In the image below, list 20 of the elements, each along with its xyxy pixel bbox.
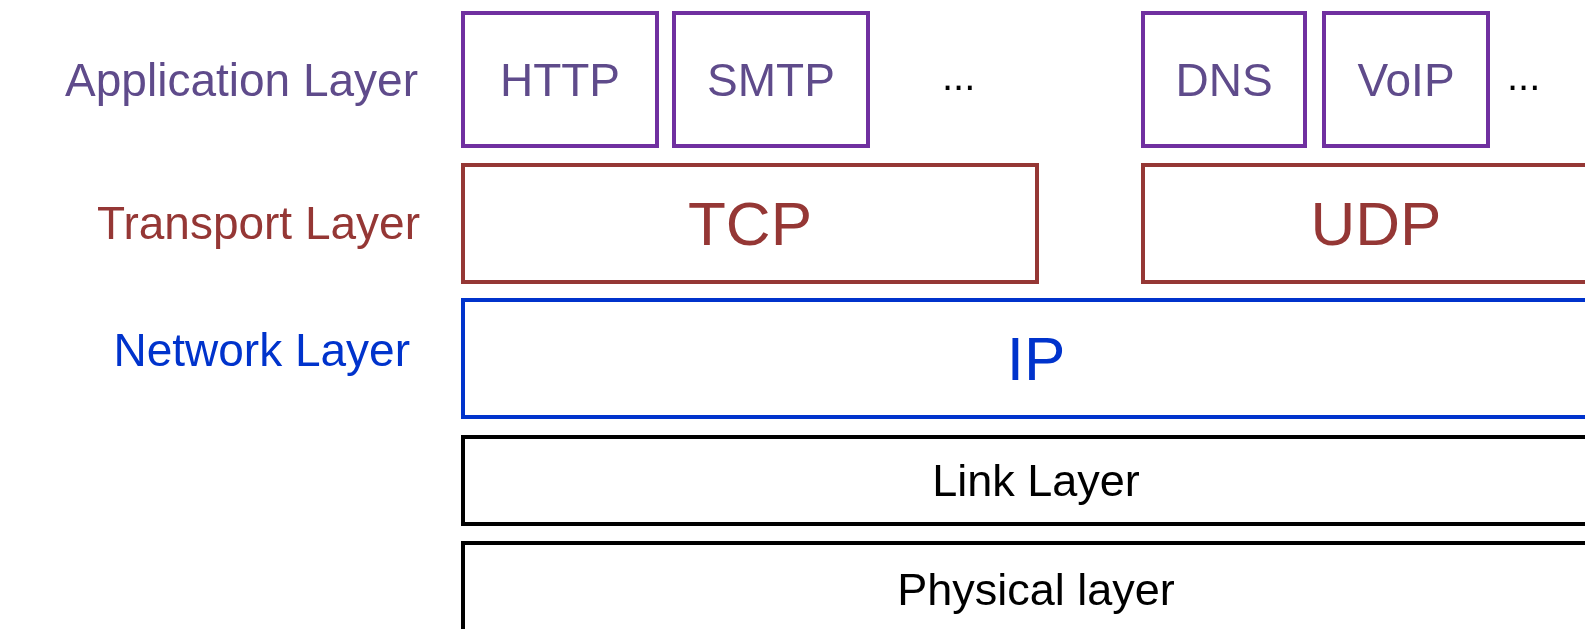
layer-box [461,435,1585,526]
layer-box [461,541,1585,629]
protocol-box [1322,11,1490,148]
protocol-name: IP [1006,327,1066,390]
protocol-name: UDP [1310,192,1442,255]
protocol-box [1141,11,1307,148]
protocol-box [1141,163,1585,284]
protocol-name: VoIP [1357,56,1455,103]
ellipsis: ... [1507,56,1541,96]
protocol-name: DNS [1175,56,1273,103]
layer-name: Link Layer [932,458,1140,503]
protocol-box [672,11,870,148]
protocol-box [461,298,1585,419]
ellipsis: ... [942,56,976,96]
layer-name: Physical layer [897,567,1175,612]
protocol-box [461,163,1039,284]
protocol-name: TCP [688,192,812,255]
protocol-name: HTTP [499,56,621,103]
protocol-box [461,11,659,148]
protocol-name: SMTP [707,56,835,103]
